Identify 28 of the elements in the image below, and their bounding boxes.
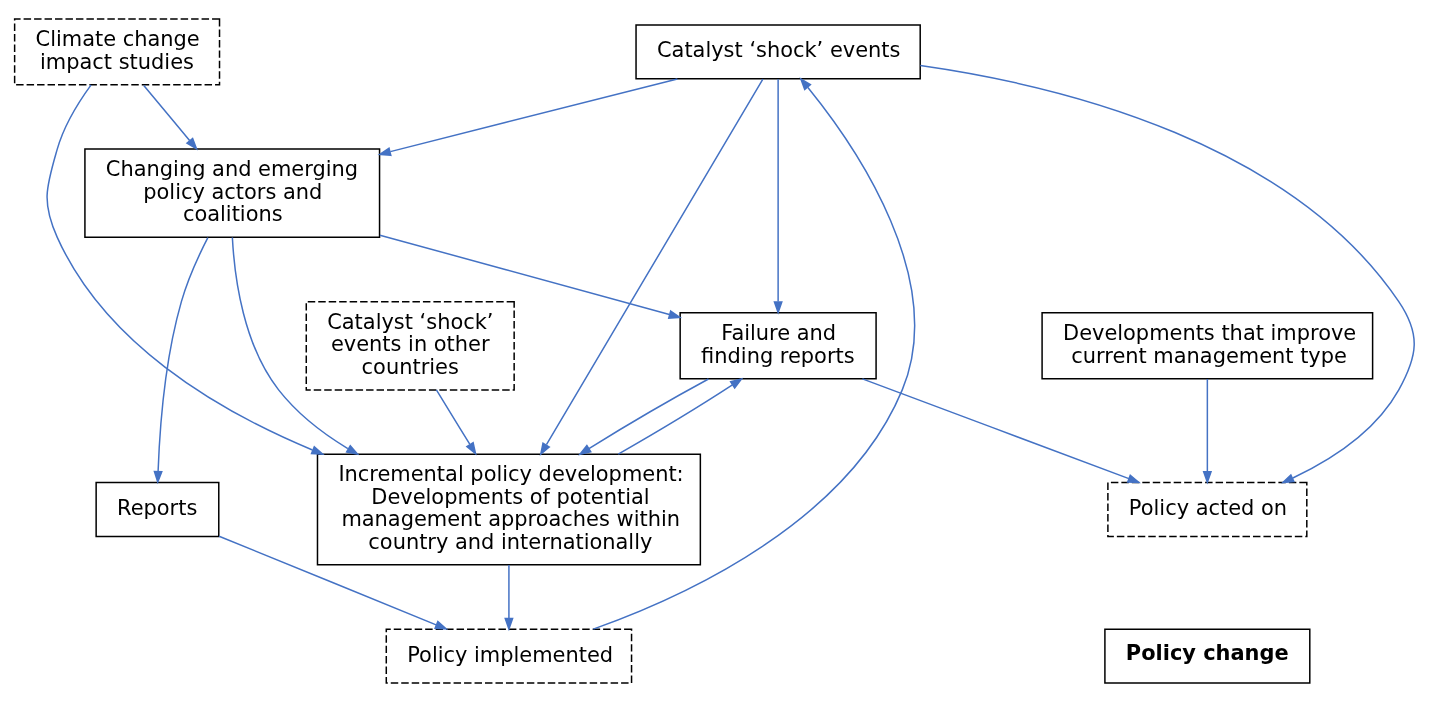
node-box: Climate change impact studies <box>13 18 221 86</box>
node-box: Policy implemented <box>385 628 633 684</box>
arrow <box>46 84 325 455</box>
node-box: Policy change <box>1104 628 1311 684</box>
arrow <box>539 78 764 457</box>
node-box: Developments that improve current management type <box>1041 312 1374 380</box>
arrow <box>1202 378 1213 485</box>
arrow <box>379 234 682 319</box>
node-box: Policy acted on <box>1107 481 1308 538</box>
arrow <box>377 78 679 157</box>
arrow <box>773 78 783 315</box>
node-box: Reports <box>95 481 220 538</box>
arrow <box>592 77 916 630</box>
arrow <box>919 64 1415 484</box>
arrow <box>578 378 710 456</box>
arrow <box>153 236 209 485</box>
arrow <box>435 389 477 456</box>
arrow <box>617 377 744 455</box>
node-box: Failure and finding reports <box>679 312 877 380</box>
node-box: Changing and emerging policy actors and coalitions <box>84 148 381 239</box>
node-box: Catalyst ‘shock’ events <box>635 24 921 80</box>
node-box: Catalyst ‘shock’ events in other countries <box>305 300 515 391</box>
arrow <box>504 564 514 632</box>
arrow <box>861 378 1141 484</box>
node-box: Incremental policy development: Developments of potential management approaches within country and internationally <box>316 453 702 566</box>
arrow <box>218 535 449 630</box>
arrow <box>143 84 198 151</box>
arrow <box>231 236 360 456</box>
